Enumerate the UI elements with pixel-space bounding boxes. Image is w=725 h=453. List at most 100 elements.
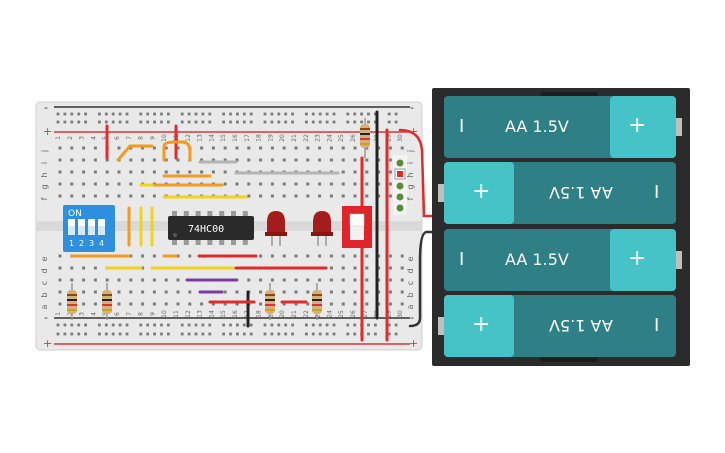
rail-hole xyxy=(146,332,150,336)
breadboard-hole xyxy=(365,254,369,258)
battery-black-lead xyxy=(408,230,434,328)
breadboard-hole xyxy=(223,182,227,186)
breadboard-hole xyxy=(141,170,145,174)
breadboard-hole xyxy=(188,290,192,294)
rail-hole xyxy=(394,332,398,336)
slide-switch[interactable] xyxy=(342,206,372,248)
battery-minus-label: I xyxy=(459,249,465,270)
breadboard-hole xyxy=(247,158,251,162)
row-label: j xyxy=(406,150,415,153)
column-number: 19 xyxy=(267,134,274,142)
breadboard-hole xyxy=(365,278,369,282)
breadboard-hole xyxy=(329,302,333,306)
rail-hole xyxy=(63,120,67,124)
rail-hole xyxy=(208,332,212,336)
rail-hole xyxy=(111,323,115,327)
rail-hole xyxy=(291,332,294,336)
chip-label: 74HC00 xyxy=(188,224,224,235)
row-label: b xyxy=(406,292,415,297)
breadboard-hole xyxy=(341,290,345,294)
rail-hole xyxy=(63,323,67,327)
rail-hole xyxy=(194,112,198,116)
rail-hole xyxy=(387,323,391,327)
dip-switch-number: 1 xyxy=(69,239,74,248)
breadboard-hole xyxy=(58,254,62,258)
rail-hole xyxy=(118,332,122,336)
rail-hole xyxy=(187,332,191,336)
breadboard-hole xyxy=(105,158,109,162)
rail-hole xyxy=(242,120,246,124)
breadboard-hole xyxy=(306,194,310,198)
breadboard-hole xyxy=(329,278,333,282)
wire-orange xyxy=(116,144,154,162)
rail-hole xyxy=(125,120,129,124)
chip-pin xyxy=(195,240,201,245)
breadboard-hole xyxy=(259,182,263,186)
breadboard-hole xyxy=(176,278,180,282)
rail-hole xyxy=(187,112,191,116)
breadboard-hole xyxy=(200,302,204,306)
breadboard-hole xyxy=(200,170,204,174)
breadboard-hole xyxy=(105,194,109,198)
rail-hole xyxy=(153,323,156,327)
breadboard-hole xyxy=(353,302,357,306)
breadboard-hole xyxy=(353,266,357,270)
breadboard-hole xyxy=(176,302,180,306)
breadboard-hole xyxy=(93,194,97,198)
breadboard-hole xyxy=(259,302,263,306)
column-number: 8 xyxy=(138,312,145,316)
rail-hole xyxy=(222,112,225,116)
breadboard-hole xyxy=(341,158,345,162)
rail-hole xyxy=(332,120,336,124)
breadboard-hole xyxy=(377,266,381,270)
breadboard-hole xyxy=(259,278,263,282)
rail-hole xyxy=(367,120,370,124)
column-number: 3 xyxy=(79,312,86,316)
breadboard-hole xyxy=(270,182,274,186)
rail-hole xyxy=(332,112,336,116)
rail-hole xyxy=(104,332,108,336)
top-right-minus: - xyxy=(410,101,414,114)
breadboard-hole xyxy=(70,194,74,198)
chip-pin xyxy=(242,211,248,216)
rail-hole xyxy=(180,332,184,336)
dip-switch-number: 3 xyxy=(89,239,94,248)
breadboard-hole xyxy=(353,290,357,294)
breadboard-hole xyxy=(329,290,333,294)
breadboard-hole xyxy=(141,254,145,258)
breadboard-hole xyxy=(152,170,156,174)
resistors xyxy=(67,118,370,320)
rail-hole xyxy=(118,120,122,124)
breadboard-hole xyxy=(58,170,62,174)
rail-hole xyxy=(222,323,225,327)
breadboard-hole xyxy=(282,254,286,258)
ic-chip: 74HC00 xyxy=(168,211,254,245)
rail-hole xyxy=(84,332,87,336)
rail-hole xyxy=(277,112,281,116)
breadboard-hole xyxy=(388,182,392,186)
rail-hole xyxy=(346,120,350,124)
chip-pin xyxy=(219,240,225,245)
rail-hole xyxy=(263,120,267,124)
breadboard-hole xyxy=(117,182,121,186)
column-number: 29 xyxy=(385,310,392,318)
breadboard-hole xyxy=(211,170,215,174)
breadboard-hole xyxy=(388,158,392,162)
rail-hole xyxy=(277,120,281,124)
breadboard-hole xyxy=(377,290,381,294)
row-label: e xyxy=(406,256,415,261)
breadboard-hole xyxy=(58,278,62,282)
rail-hole xyxy=(208,112,212,116)
breadboard-hole xyxy=(341,254,345,258)
breadboard-hole xyxy=(329,254,333,258)
breadboard-hole xyxy=(223,146,227,150)
row-label: d xyxy=(406,268,415,273)
breadboard-hole xyxy=(235,182,239,186)
rail-hole xyxy=(332,323,336,327)
breadboard-hole xyxy=(329,146,333,150)
rail-hole xyxy=(153,332,156,336)
row-label: e xyxy=(40,256,49,261)
rail-hole xyxy=(249,112,253,116)
bottom-left-minus: - xyxy=(44,311,48,324)
